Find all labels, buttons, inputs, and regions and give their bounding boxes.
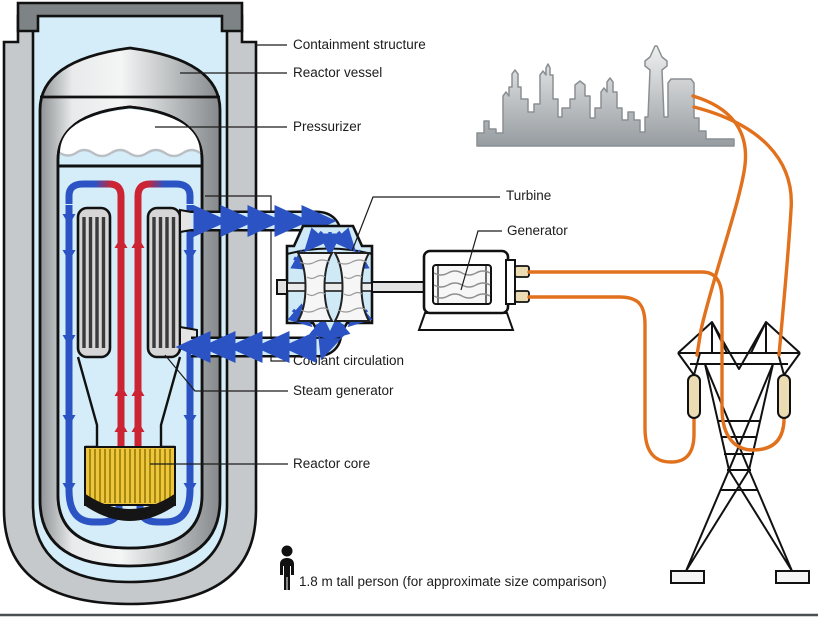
label-turbine: Turbine <box>351 188 551 252</box>
blade-texture <box>299 259 367 313</box>
generator-label: Generator <box>507 223 568 238</box>
wire-city-right <box>692 105 793 357</box>
label-generator: Generator <box>460 223 568 291</box>
steam-generator-leader-line <box>164 354 288 392</box>
core-support-bowl <box>84 493 176 521</box>
containment-wall <box>2 14 258 606</box>
label-steam-generator: Steam generator <box>164 354 394 398</box>
turbine-leader-line <box>351 196 500 252</box>
tube-bundle-stripes <box>82 217 176 348</box>
terminal-top <box>514 265 530 278</box>
terminal-bottom <box>514 290 530 303</box>
label-reactor-vessel: Reactor vessel <box>180 65 382 80</box>
insulator-left <box>687 374 701 419</box>
containment-label: Containment structure <box>293 37 426 52</box>
generator-terminal-block <box>505 259 516 305</box>
wire-generator-bottom <box>527 295 696 464</box>
person-caption: 1.8 m tall person (for approximate size … <box>299 574 607 589</box>
insulator-right <box>777 374 791 419</box>
person-icon <box>280 545 294 590</box>
water-line-wave <box>59 148 201 158</box>
drive-shaft <box>371 281 429 293</box>
generator-stand <box>417 312 515 331</box>
turbine-blade-right <box>333 252 371 322</box>
reactor-core <box>84 446 176 521</box>
pressurizer-label: Pressurizer <box>293 119 362 134</box>
label-reactor-core: Reactor core <box>150 456 370 471</box>
person-scale: 1.8 m tall person (for approximate size … <box>280 545 607 590</box>
turbine-left-stub <box>276 279 288 295</box>
label-pressurizer: Pressurizer <box>155 119 362 134</box>
coolant-loop-left <box>65 180 125 207</box>
pressurizer <box>59 109 201 158</box>
turbine-blade-left <box>296 252 334 322</box>
turbine-label: Turbine <box>506 188 551 203</box>
pressurizer-steam-space <box>60 109 200 156</box>
city-skyline <box>476 45 735 147</box>
wire-city-left <box>691 94 748 357</box>
containment-lid <box>16 1 244 33</box>
tower-foot-right <box>775 570 810 584</box>
turbine <box>276 224 429 341</box>
reactor-core-label: Reactor core <box>293 456 370 471</box>
tower-foot-left <box>670 570 705 584</box>
label-containment-structure: Containment structure <box>256 37 426 52</box>
fuel-rod-stripes <box>89 449 171 503</box>
generator-leader-line <box>460 230 502 291</box>
transmission-tower <box>670 321 810 584</box>
reactor-vessel-label: Reactor vessel <box>293 65 382 80</box>
steam-generator-label: Steam generator <box>293 383 394 398</box>
power-wires <box>527 94 793 464</box>
generator <box>417 249 530 331</box>
coolant-loop-right <box>134 180 194 207</box>
